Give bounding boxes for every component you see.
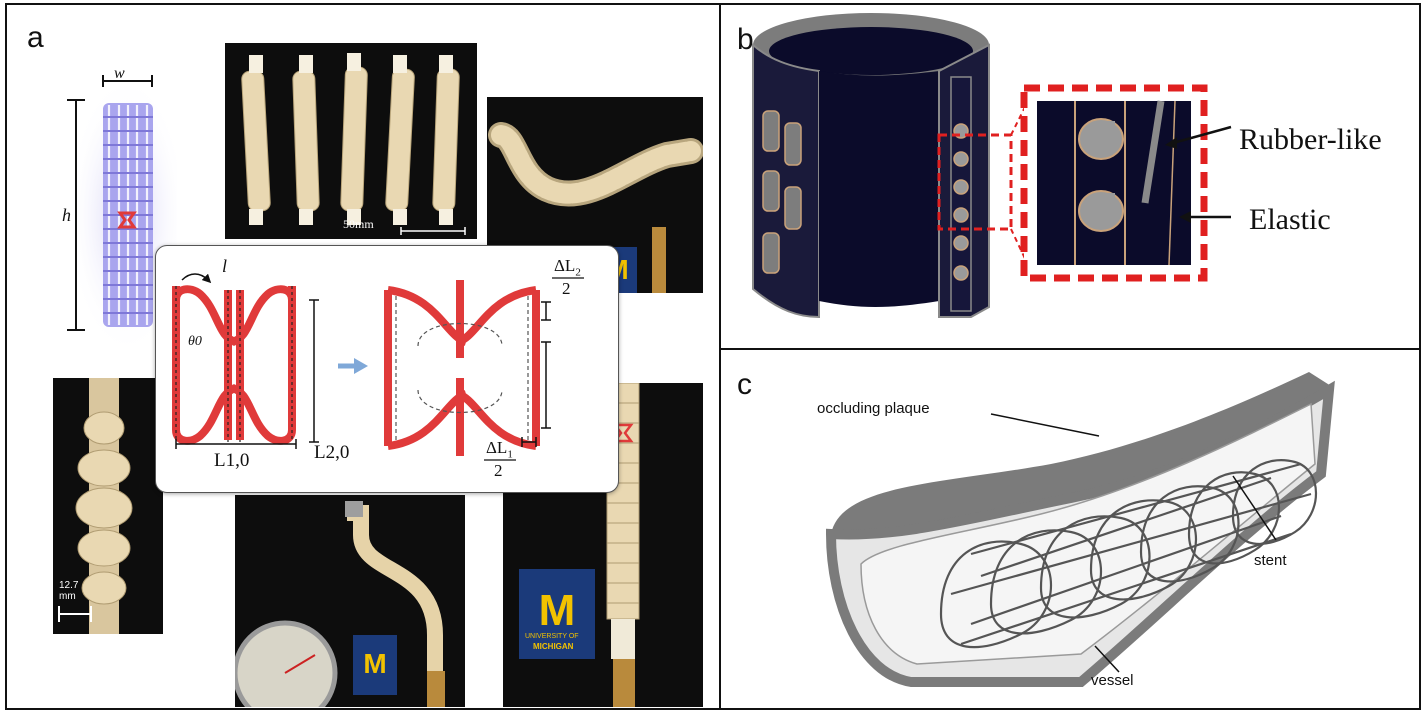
stent-vessel-diagram bbox=[821, 364, 1381, 704]
panel-a-label: a bbox=[27, 21, 44, 54]
photo-five-tubes: 50mm bbox=[225, 43, 477, 239]
stent-label: stent bbox=[1254, 552, 1287, 569]
scale-12mm-label: 12.7 mm bbox=[59, 580, 79, 602]
logo-text-2: MICHIGAN bbox=[533, 642, 574, 651]
rubber-like-label: Rubber-like bbox=[1239, 123, 1382, 156]
lattice-tube-render bbox=[57, 65, 187, 355]
cylinder-cross-section bbox=[739, 11, 1030, 331]
scale-50mm-label: 50mm bbox=[343, 217, 374, 231]
unit-cell-schematic: l θ0 L1,0 L2,0 ΔL2 2 ΔL1 2 bbox=[155, 245, 619, 493]
elastic-label: Elastic bbox=[1249, 203, 1331, 236]
panel-c-label: c bbox=[737, 368, 752, 401]
panel-c: c occluding plaque stent v bbox=[719, 348, 1421, 710]
dim-h-label: h bbox=[62, 205, 71, 225]
panel-a: a bbox=[5, 3, 721, 710]
zoom-inset bbox=[1019, 83, 1209, 283]
inset-L1-label: L1,0 bbox=[214, 450, 250, 471]
vessel-label: vessel bbox=[1091, 672, 1134, 689]
photo-gauge-tube: M bbox=[235, 495, 465, 707]
logo-text-1: UNIVERSITY OF bbox=[525, 633, 579, 640]
svg-text:M: M bbox=[539, 586, 576, 635]
inset-theta-label: θ0 bbox=[188, 334, 202, 349]
inset-dL2-num: ΔL2 bbox=[554, 256, 581, 279]
inset-dL2-den: 2 bbox=[562, 279, 571, 298]
inset-l-label: l bbox=[222, 256, 228, 276]
inset-dL1-num: ΔL1 bbox=[486, 438, 513, 461]
svg-text:M: M bbox=[363, 648, 386, 679]
panel-b-label: b bbox=[737, 23, 754, 56]
photo-bulging-tube: 12.7 mm bbox=[53, 378, 163, 634]
plaque-label: occluding plaque bbox=[817, 400, 930, 417]
inset-L2-label: L2,0 bbox=[314, 442, 350, 463]
inset-dL1-den: 2 bbox=[494, 461, 503, 480]
dim-w-label: w bbox=[114, 65, 125, 82]
panel-b: b bbox=[719, 3, 1421, 350]
